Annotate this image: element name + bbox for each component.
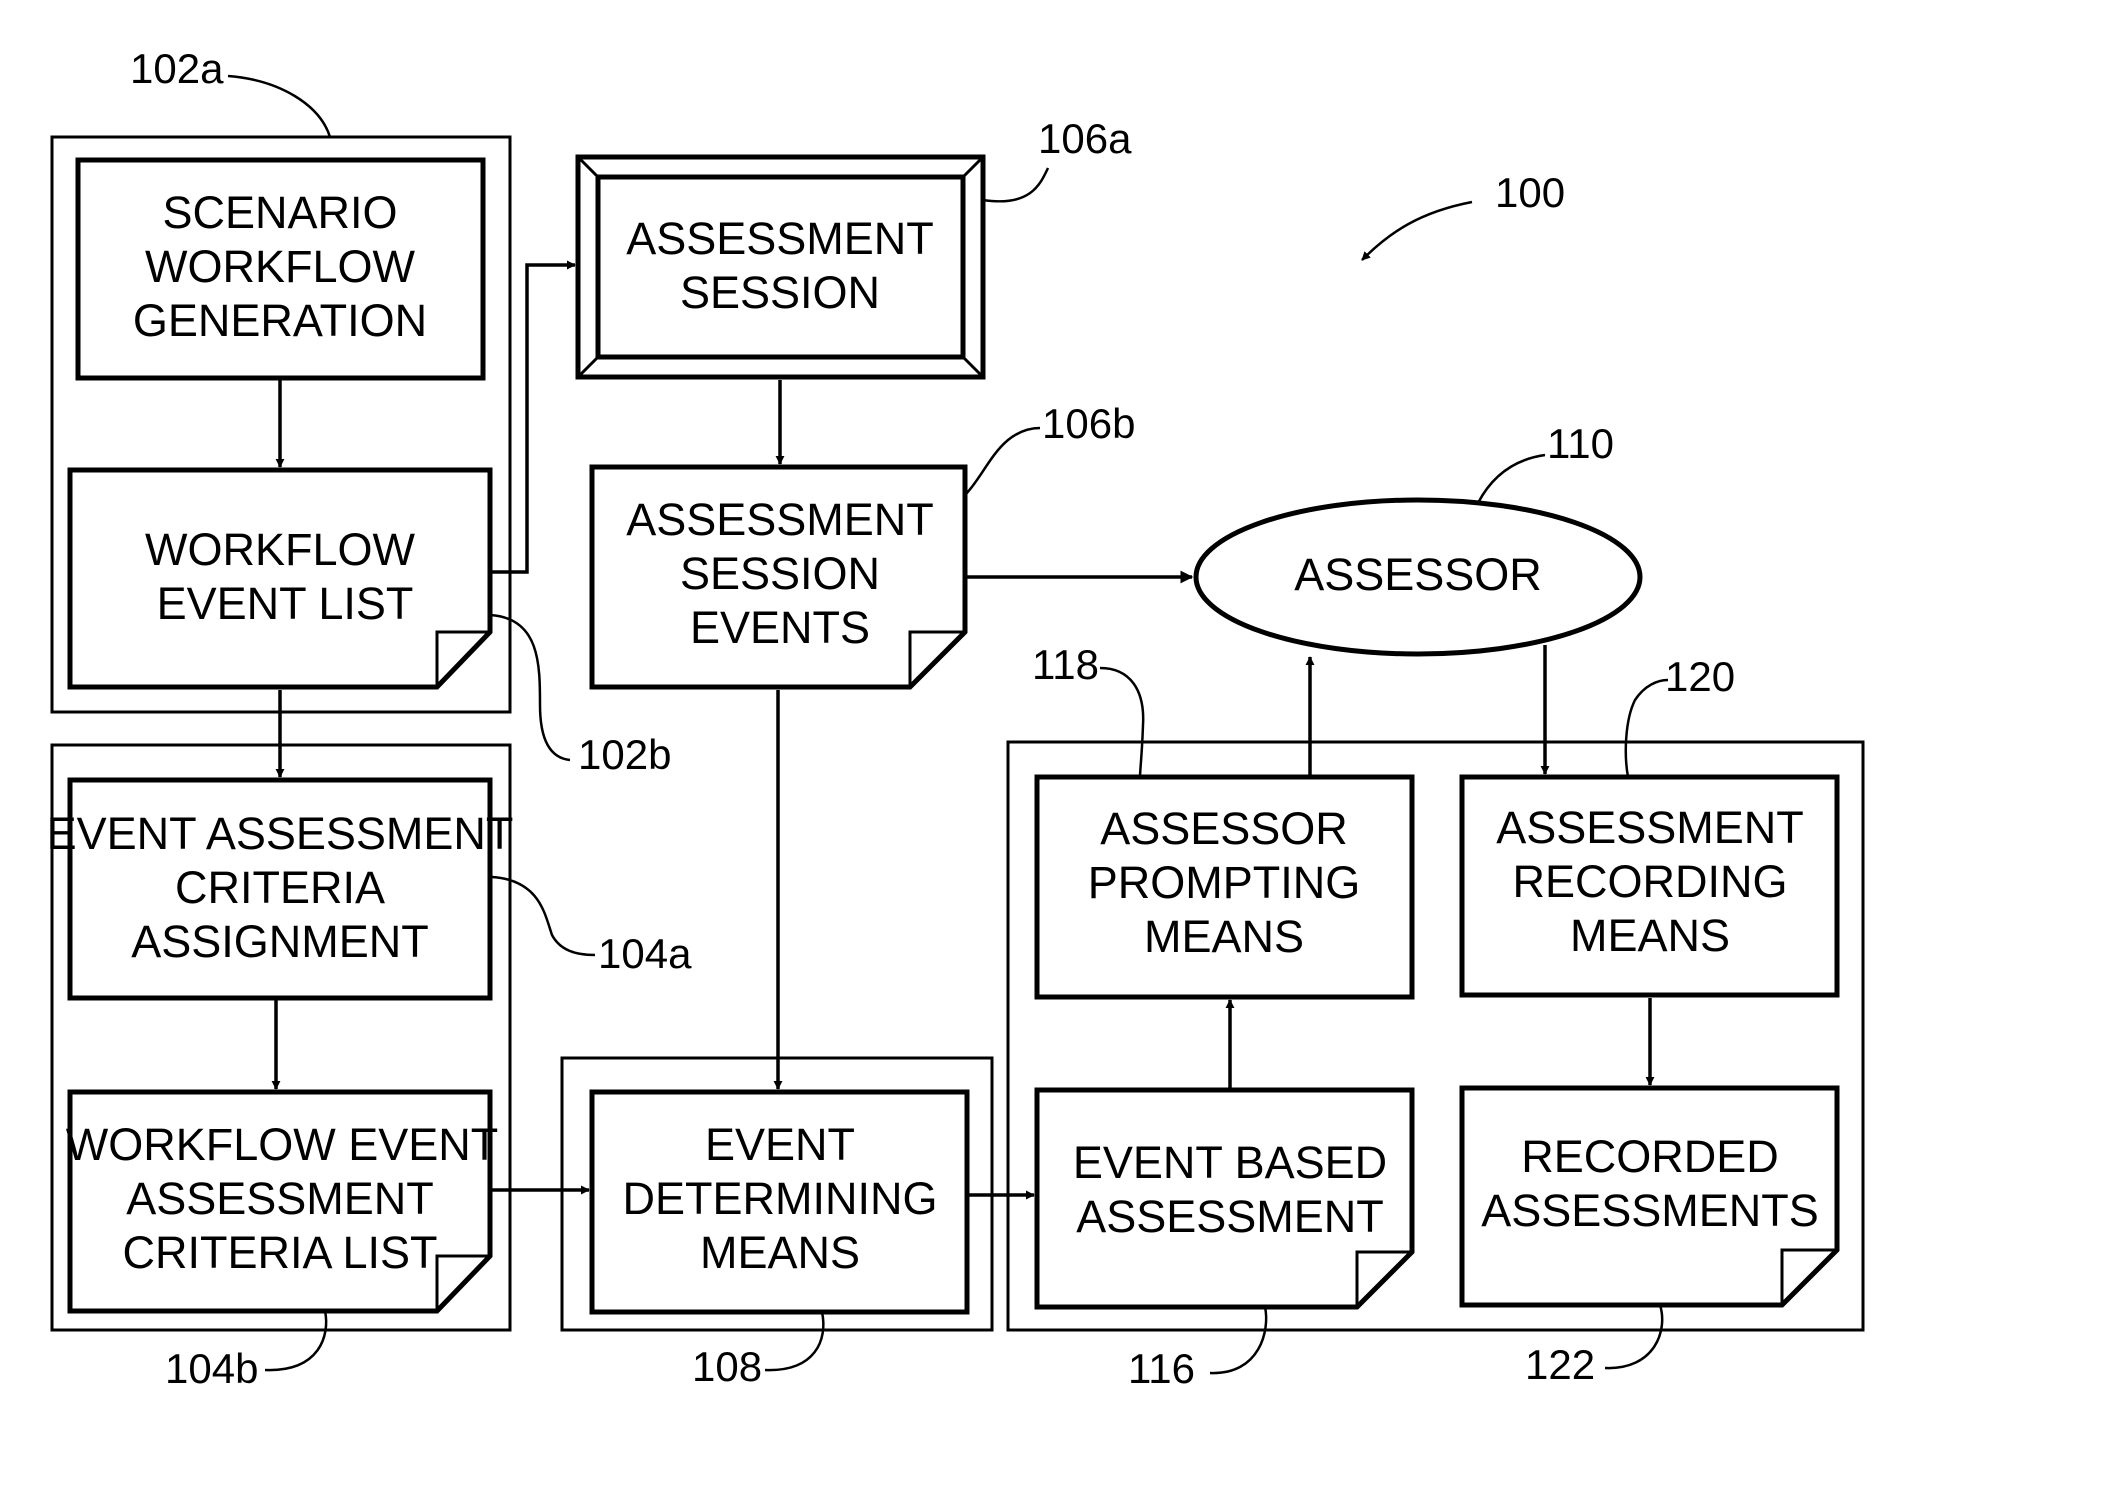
ref-110: 110 xyxy=(1547,420,1614,467)
session-events-line-1: ASSESSMENT xyxy=(626,494,934,545)
assessment-recording-line-1: ASSESSMENT xyxy=(1496,802,1804,853)
assessment-session-display: ASSESSMENT SESSION xyxy=(578,157,983,377)
ref-122: 122 xyxy=(1525,1341,1595,1388)
leader-110 xyxy=(1478,455,1545,503)
leader-108 xyxy=(765,1312,823,1370)
assessor-label: ASSESSOR xyxy=(1294,549,1542,600)
leader-116 xyxy=(1210,1307,1266,1373)
ref-118: 118 xyxy=(1032,641,1099,688)
criteria-assignment-box: EVENT ASSESSMENT CRITERIA ASSIGNMENT xyxy=(47,780,514,998)
ref-106a: 106a xyxy=(1038,115,1132,162)
workflow-event-list-document: WORKFLOW EVENT LIST xyxy=(70,470,490,687)
event-based-line-2: ASSESSMENT xyxy=(1076,1191,1384,1242)
assessment-recording-line-2: RECORDING xyxy=(1512,856,1787,907)
event-based-assessment-document: EVENT BASED ASSESSMENT xyxy=(1037,1090,1412,1307)
event-determining-line-2: DETERMINING xyxy=(623,1173,938,1224)
assessor-prompting-line-2: PROMPTING xyxy=(1088,857,1361,908)
criteria-assignment-line-2: CRITERIA xyxy=(175,862,385,913)
event-determining-line-1: EVENT xyxy=(705,1119,855,1170)
leader-100-arrow xyxy=(1362,202,1472,260)
scenario-line-1: SCENARIO xyxy=(162,187,397,238)
criteria-list-document: WORKFLOW EVENT ASSESSMENT CRITERIA LIST xyxy=(66,1092,499,1311)
recorded-assessments-document: RECORDED ASSESSMENTS xyxy=(1462,1088,1837,1305)
ref-100: 100 xyxy=(1495,169,1565,216)
assessment-session-events-document: ASSESSMENT SESSION EVENTS xyxy=(592,467,965,687)
assessor-prompting-line-1: ASSESSOR xyxy=(1100,803,1348,854)
recorded-line-1: RECORDED xyxy=(1521,1131,1779,1182)
assessment-recording-means-box: ASSESSMENT RECORDING MEANS xyxy=(1462,777,1837,995)
leader-102a xyxy=(228,76,330,137)
criteria-assignment-line-1: EVENT ASSESSMENT xyxy=(47,808,514,859)
assessor-prompting-line-3: MEANS xyxy=(1144,911,1304,962)
criteria-list-line-2: ASSESSMENT xyxy=(126,1173,434,1224)
leader-104a xyxy=(492,877,595,955)
scenario-line-3: GENERATION xyxy=(133,295,427,346)
criteria-assignment-line-3: ASSIGNMENT xyxy=(131,916,429,967)
arrow-event-list-to-session xyxy=(490,265,575,572)
leader-102b xyxy=(490,615,570,760)
workflow-event-list-line-2: EVENT LIST xyxy=(157,578,414,629)
assessment-session-line-2: SESSION xyxy=(680,267,880,318)
scenario-workflow-generation-box: SCENARIO WORKFLOW GENERATION xyxy=(78,160,483,378)
assessment-recording-line-3: MEANS xyxy=(1570,910,1730,961)
criteria-list-line-3: CRITERIA LIST xyxy=(122,1227,437,1278)
session-events-line-2: SESSION xyxy=(680,548,880,599)
event-determining-means-box: EVENT DETERMINING MEANS xyxy=(592,1092,967,1312)
ref-102b: 102b xyxy=(578,731,671,778)
criteria-list-line-1: WORKFLOW EVENT xyxy=(66,1119,499,1170)
event-determining-line-3: MEANS xyxy=(700,1227,860,1278)
assessment-session-line-1: ASSESSMENT xyxy=(626,213,934,264)
leader-106b xyxy=(965,428,1040,495)
ref-120: 120 xyxy=(1665,653,1735,700)
ref-102a: 102a xyxy=(130,45,224,92)
scenario-line-2: WORKFLOW xyxy=(145,241,416,292)
event-based-line-1: EVENT BASED xyxy=(1073,1137,1387,1188)
ref-104b: 104b xyxy=(165,1345,258,1392)
workflow-event-list-line-1: WORKFLOW xyxy=(145,524,416,575)
ref-106b: 106b xyxy=(1042,400,1135,447)
session-events-line-3: EVENTS xyxy=(690,602,870,653)
assessor-prompting-means-box: ASSESSOR PROMPTING MEANS xyxy=(1037,777,1412,997)
leader-106a xyxy=(983,168,1048,201)
leader-118 xyxy=(1100,668,1143,777)
ref-116: 116 xyxy=(1128,1345,1195,1392)
ref-108: 108 xyxy=(692,1343,762,1390)
recorded-line-2: ASSESSMENTS xyxy=(1481,1185,1819,1236)
ref-104a: 104a xyxy=(598,930,692,977)
leader-122 xyxy=(1605,1305,1662,1368)
leader-120 xyxy=(1626,680,1668,777)
leader-104b xyxy=(265,1311,326,1370)
assessor-ellipse: ASSESSOR xyxy=(1196,500,1640,654)
